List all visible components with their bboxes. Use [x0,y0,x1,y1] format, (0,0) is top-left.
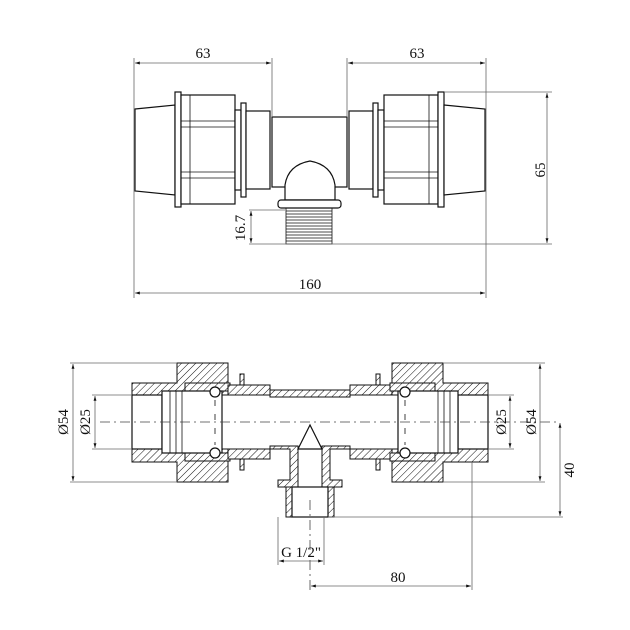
dim-thread-length-label: 16.7 [233,214,249,241]
dim-right-outer-diameter-label: Ø54 [524,409,540,435]
dimension-thread-size: G 1/2" [277,517,325,565]
dimension-right-length: 63 [346,46,487,298]
section-view: Ø54 Ø25 Ø25 Ø54 40 G 1 [56,362,578,590]
dim-left-outer-diameter-label: Ø54 [56,409,72,435]
top-view: 63 63 160 65 16.7 [133,46,552,298]
right-section [349,362,489,483]
dimension-height: 65 [249,91,552,245]
dimension-right-pipe-diameter: Ø25 [488,394,514,450]
dimension-right-outer-diameter: Ø54 [443,362,545,483]
right-compression-nut [348,91,486,208]
dim-right-pipe-diameter-label: Ø25 [494,409,510,435]
center-section [269,389,351,518]
dim-outlet-depth-label: 40 [562,463,578,478]
dimension-half-length: 80 [311,462,473,590]
left-section [131,362,271,483]
dim-height-label: 65 [533,163,549,178]
dimension-left-outer-diameter: Ø54 [56,362,177,483]
center-tee-body [271,116,348,245]
dim-thread-size-label: G 1/2" [281,545,321,561]
dim-half-length-label: 80 [391,570,406,586]
dim-total-length-label: 160 [299,277,322,293]
dim-right-length-label: 63 [410,46,425,62]
left-compression-nut [134,91,271,208]
dimension-left-pipe-diameter: Ø25 [78,394,132,450]
dimension-total-length: 160 [134,277,485,295]
dim-left-length-label: 63 [196,46,211,62]
dim-left-pipe-diameter-label: Ø25 [78,409,94,435]
dimension-outlet-depth: 40 [328,423,578,518]
dimension-thread-length: 16.7 [233,209,285,244]
dimension-left-length: 63 [133,46,273,298]
